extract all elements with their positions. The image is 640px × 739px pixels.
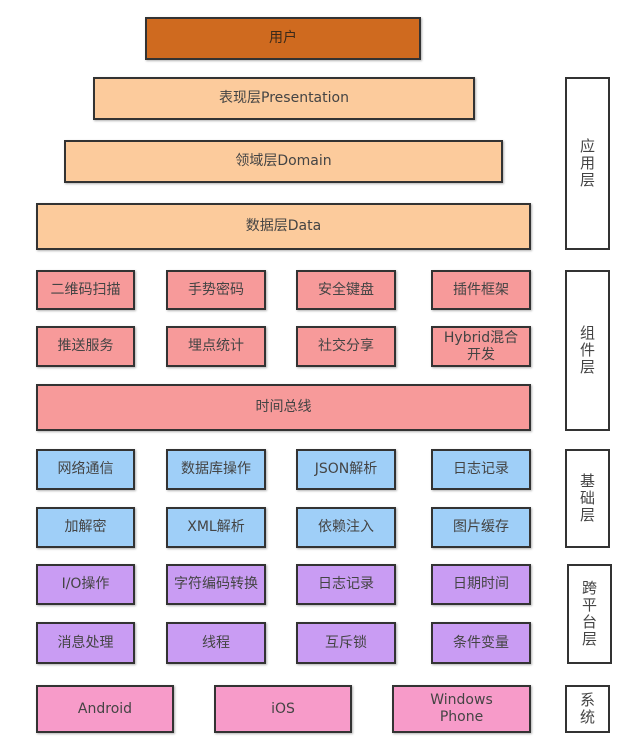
cross-platform-item: 日志记录 [296,564,396,605]
component-item: 插件框架 [431,270,531,310]
cross-platform-item: 线程 [166,622,266,664]
cross-platform-item: 日期时间 [431,564,531,605]
cross-platform-item: 字符编码转换 [166,564,266,605]
base-item: 加解密 [36,507,135,548]
base-item: XML解析 [166,507,266,548]
base-item: 数据库操作 [166,449,266,490]
system-label: 系统 [565,685,610,733]
data-layer: 数据层Data [36,203,531,250]
base-layer-label: 基础层 [565,449,610,548]
app-layer-label: 应用层 [565,77,610,250]
component-item: 推送服务 [36,326,135,367]
component-layer-label: 组件层 [565,270,610,431]
component-item: 社交分享 [296,326,396,367]
base-item: JSON解析 [296,449,396,490]
cross-platform-item: 条件变量 [431,622,531,664]
system-android: Android [36,685,174,733]
base-item: 依赖注入 [296,507,396,548]
component-item: 安全键盘 [296,270,396,310]
cross-platform-layer-label: 跨平台层 [567,564,612,664]
user-box: 用户 [145,17,421,60]
base-item: 日志记录 [431,449,531,490]
component-item: Hybrid混合开发 [431,326,531,367]
cross-platform-item: I/O操作 [36,564,135,605]
presentation-layer: 表现层Presentation [93,77,475,120]
system-windows-phone: Windows Phone [392,685,531,733]
cross-platform-item: 消息处理 [36,622,135,664]
component-item: 埋点统计 [166,326,266,367]
event-bus: 时间总线 [36,384,531,431]
cross-platform-item: 互斥锁 [296,622,396,664]
system-ios: iOS [214,685,352,733]
component-item: 手势密码 [166,270,266,310]
domain-layer: 领域层Domain [64,140,503,183]
component-item: 二维码扫描 [36,270,135,310]
base-item: 网络通信 [36,449,135,490]
base-item: 图片缓存 [431,507,531,548]
